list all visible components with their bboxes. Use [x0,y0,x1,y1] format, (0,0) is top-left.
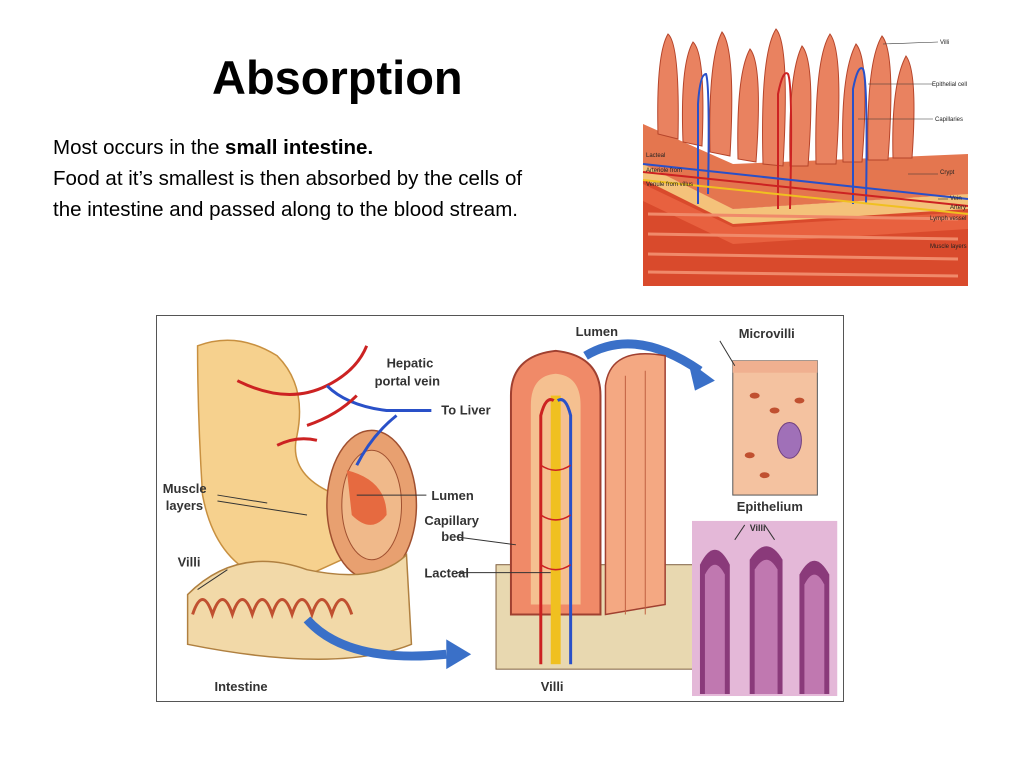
intestine-tube [186,339,418,660]
slide-title: Absorption [212,51,463,104]
label-villi-bottom: Villi [541,679,564,694]
label-lumen-top: Lumen [576,324,618,339]
label-hepatic: Hepatic [387,356,434,371]
label-vein: Vein [950,196,962,202]
label-arteriole: Arteriole from [646,168,682,174]
label-villi-left: Villi [178,555,201,570]
label-lacteal-top: Lacteal [646,153,665,159]
label-layers: layers [166,498,203,513]
label-portal-vein: portal vein [375,374,440,389]
villi-projections [657,28,915,167]
villi-cross-section-figure: Villi Epithelial cell Capillaries Crypt … [638,14,968,286]
microvilli-detail [732,360,818,496]
label-capillaries: Capillaries [935,117,963,123]
arrow-intestine-to-villi [303,616,447,661]
villi-histology-photo [692,520,838,697]
label-lumen-mid: Lumen [431,488,473,503]
arrow-villi-to-microvilli [583,339,703,375]
label-lymph-vessel: Lymph vessel [930,216,966,222]
label-epithelial-cell: Epithelial cell [932,82,967,88]
body-line1-bold: small intestine. [225,136,374,159]
label-villi-top: Villi [940,40,949,46]
body-line2: Food at it’s smallest is then absorbed b… [53,167,523,221]
label-microvilli: Microvilli [739,326,795,341]
villus-detail [495,349,696,670]
label-to-liver: To Liver [441,402,490,417]
label-epithelium: Epithelium [737,499,803,514]
blood-vessels [642,67,968,215]
label-crypt: Crypt [940,170,955,176]
label-villi-photo: Villi [750,523,766,533]
hepatic-portal-vessels [236,345,432,466]
label-artery: Artery [950,205,966,211]
label-venule: Venule from villus [646,182,693,188]
label-intestine: Intestine [214,679,267,694]
label-bed: bed [441,529,464,544]
label-muscle-layers-top: Muscle layers [930,244,967,250]
label-muscle: Muscle [163,481,207,496]
slide-body-text: Most occurs in the small intestine. Food… [53,132,523,225]
label-lacteal: Lacteal [424,566,469,581]
label-capillary: Capillary [424,513,479,528]
intestine-absorption-figure: Lumen Microvilli Hepatic portal vein To … [156,315,844,702]
body-line1-prefix: Most occurs in the [53,136,226,159]
